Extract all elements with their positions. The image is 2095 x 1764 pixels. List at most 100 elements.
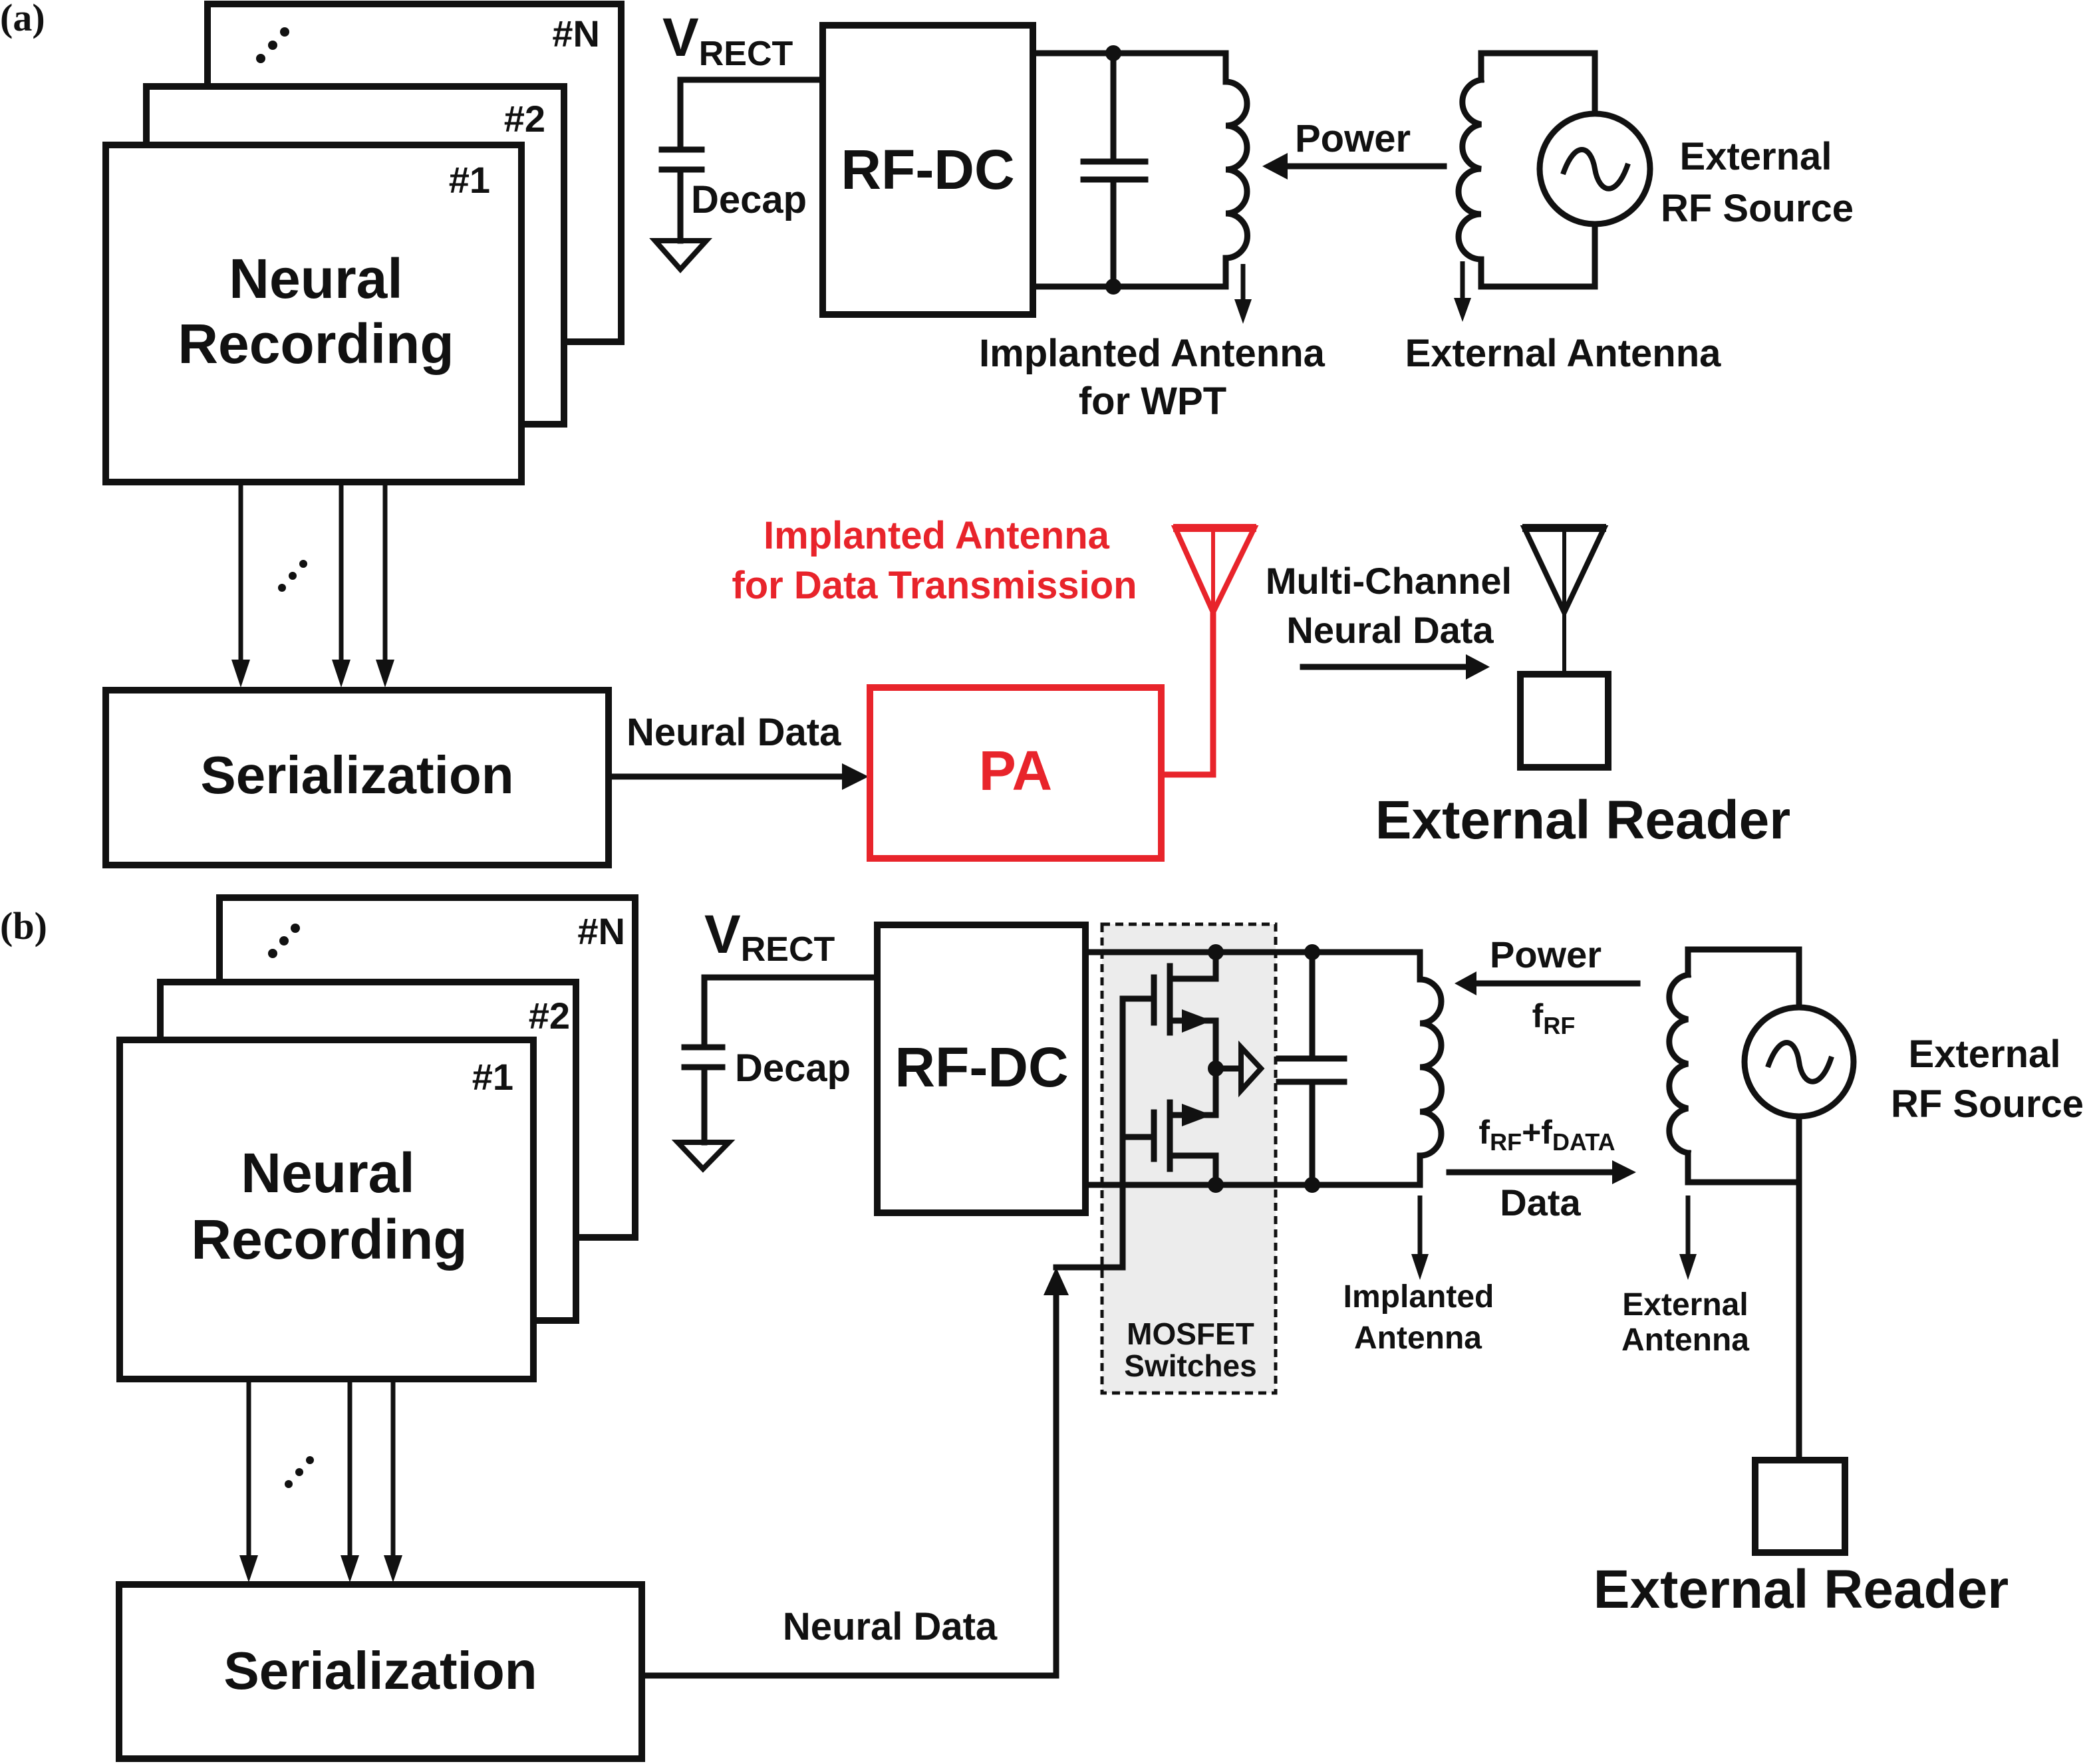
card-label-2: #2 bbox=[529, 995, 570, 1037]
neural-recording-title-line1: Neural bbox=[241, 1142, 414, 1204]
vrect-label-b: VRECT bbox=[704, 904, 835, 969]
junction-dot bbox=[291, 924, 300, 933]
external-source-label-line1-b: External bbox=[1909, 1033, 2061, 1076]
rfdc-label-b: RF-DC bbox=[895, 1036, 1068, 1098]
nmos-switch-bottom-icon bbox=[1119, 1099, 1219, 1188]
neural-recording-stack-a: #N #2 #1 Neural Recording bbox=[102, 1, 625, 485]
card-label-1: #1 bbox=[449, 159, 490, 201]
rail-top-a bbox=[1030, 50, 1229, 85]
wire bbox=[1161, 612, 1216, 778]
f-rf-plus-f-data-label: fRF+fDATA bbox=[1478, 1114, 1615, 1156]
junction-dot bbox=[268, 949, 277, 958]
arrow-head-icon bbox=[332, 660, 350, 688]
panel-a-label: (a) bbox=[0, 0, 45, 39]
ellipsis-dots-icon bbox=[285, 1456, 314, 1488]
data-label-b: Data bbox=[1500, 1182, 1581, 1223]
wire bbox=[1167, 949, 1219, 982]
ac-source-icon-b bbox=[1741, 1004, 1857, 1120]
external-source-label-line1-a: External bbox=[1680, 135, 1832, 178]
ext-rail-bottom-b bbox=[1685, 1113, 1802, 1186]
implanted-antenna-label-line2-b: Antenna bbox=[1354, 1321, 1482, 1356]
implanted-wpt-label-line1: Implanted Antenna bbox=[979, 332, 1326, 375]
wire bbox=[1182, 1104, 1212, 1126]
arrow-head-icon bbox=[1234, 299, 1252, 324]
ellipsis-dots-icon bbox=[256, 27, 289, 63]
arrow-head-icon bbox=[1466, 654, 1490, 680]
mosfet-label-line2: Switches bbox=[1124, 1348, 1256, 1383]
external-antenna-label-a: External Antenna bbox=[1405, 332, 1722, 375]
card-label-n: #N bbox=[577, 910, 625, 952]
rail-top-b bbox=[1082, 949, 1423, 983]
arrow-head-icon bbox=[231, 660, 250, 688]
serialization-block-b bbox=[116, 1581, 645, 1762]
ellipsis-dots-icon bbox=[278, 560, 307, 592]
arrow-head-icon bbox=[341, 1555, 359, 1582]
channel-arrows-b bbox=[239, 1379, 402, 1582]
implanted-data-antenna-label-line2: for Data Transmission bbox=[732, 564, 1137, 607]
serialization-label-b: Serialization bbox=[223, 1641, 537, 1700]
arrow-head-icon bbox=[1455, 971, 1476, 995]
channel-arrows-a bbox=[231, 482, 394, 688]
panel-a: (a) #N #2 #1 Neural Recording Serializat bbox=[0, 0, 1854, 868]
junction-dot bbox=[278, 584, 286, 592]
implanted-wpt-coil-icon bbox=[1222, 78, 1250, 261]
ground-icon-b bbox=[671, 1140, 736, 1173]
ground-icon-switch bbox=[1238, 1040, 1265, 1098]
multichannel-label-line1: Multi-Channel bbox=[1266, 560, 1512, 602]
implanted-coil-icon-b bbox=[1417, 976, 1445, 1159]
f-rf-label: fRF bbox=[1532, 997, 1576, 1039]
wire bbox=[1560, 147, 1631, 191]
multichannel-label-line2: Neural Data bbox=[1286, 609, 1494, 651]
junction-dot bbox=[279, 936, 289, 945]
external-source-label-line2-a: RF Source bbox=[1661, 187, 1854, 230]
neural-recording-title-line2: Recording bbox=[178, 313, 454, 375]
card-label-2: #2 bbox=[504, 98, 545, 140]
junction-dot bbox=[285, 1480, 293, 1488]
card-label-1: #1 bbox=[472, 1056, 513, 1098]
decap-capacitor-icon-a bbox=[658, 146, 705, 244]
junction-dot bbox=[295, 1468, 303, 1476]
tank-capacitor-icon-b bbox=[1276, 949, 1347, 1188]
external-reader-label-a: External Reader bbox=[1375, 790, 1790, 850]
implanted-data-antenna-label-line1: Implanted Antenna bbox=[764, 514, 1110, 557]
external-coil-icon-a bbox=[1455, 76, 1485, 263]
external-antenna-label-line2-b: Antenna bbox=[1621, 1323, 1749, 1358]
gate-control-wire bbox=[1053, 995, 1126, 1271]
junction-dot bbox=[289, 572, 297, 580]
pa-label: PA bbox=[979, 739, 1052, 802]
vrect-wire-b bbox=[701, 974, 881, 1051]
vrect-wire-a bbox=[677, 76, 826, 153]
arrow-head-icon bbox=[1262, 153, 1288, 180]
implanted-antenna-label-line1-b: Implanted bbox=[1343, 1279, 1494, 1315]
wire bbox=[1182, 1009, 1212, 1033]
junction-dot bbox=[280, 27, 289, 37]
power-label-b: Power bbox=[1490, 934, 1602, 975]
arrow-head-icon bbox=[376, 660, 394, 688]
implanted-data-antenna-icon bbox=[1161, 524, 1259, 778]
neural-data-label-a: Neural Data bbox=[627, 711, 841, 754]
external-coil-icon-b bbox=[1666, 971, 1692, 1157]
neural-data-wire-b bbox=[638, 1290, 1059, 1679]
wire bbox=[1167, 1152, 1219, 1188]
external-reader-box-b bbox=[1752, 1457, 1848, 1556]
external-reader-label-b: External Reader bbox=[1594, 1559, 2009, 1620]
neural-data-label-b: Neural Data bbox=[783, 1605, 998, 1648]
arrow-head-icon bbox=[1454, 298, 1471, 322]
junction-dot bbox=[306, 1456, 314, 1464]
arrow-head-icon bbox=[384, 1555, 402, 1582]
ellipsis-dots-icon bbox=[268, 924, 300, 958]
external-reader-antenna-icon-a bbox=[1520, 524, 1609, 674]
serialization-label-a: Serialization bbox=[200, 745, 513, 805]
mosfet-label-line1: MOSFET bbox=[1127, 1317, 1254, 1351]
recording-card-1 bbox=[102, 142, 525, 485]
decap-label-a: Decap bbox=[691, 178, 807, 221]
ac-source-icon-a bbox=[1536, 110, 1653, 227]
ground-icon-a bbox=[649, 238, 713, 273]
card-label-n: #N bbox=[552, 13, 600, 55]
rfdc-block-a bbox=[819, 22, 1036, 318]
nmos-switch-top-icon bbox=[1119, 949, 1219, 1036]
ext-rail-top-b bbox=[1685, 946, 1802, 1011]
rail-bottom-a bbox=[1030, 255, 1229, 290]
rfdc-label-a: RF-DC bbox=[841, 138, 1014, 201]
